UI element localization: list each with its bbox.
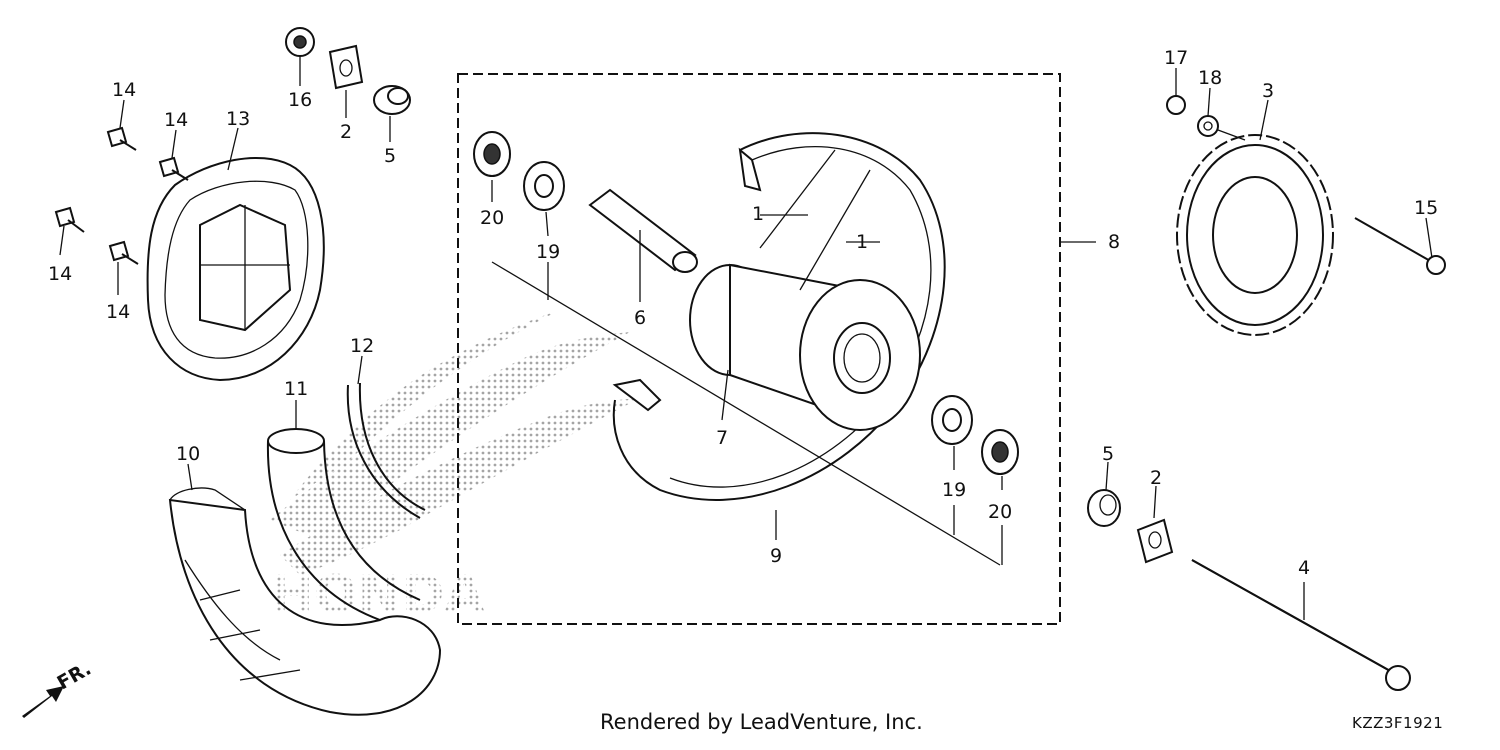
- side-collar: [373, 85, 411, 115]
- sprocket-nut: [1166, 95, 1186, 115]
- driven-sprocket: [1176, 134, 1334, 336]
- callout-labels: 1 1 2 2 3 4 5 5 6 7 8 9 10 11 12 13 14 1…: [48, 47, 1438, 579]
- sprocket-bolt: [1354, 217, 1446, 275]
- side-collar-right: [1087, 489, 1121, 527]
- leader-lines: [59, 56, 1433, 620]
- callout-9: 9: [770, 545, 782, 567]
- callout-2: 2: [340, 121, 352, 143]
- callout-20: 20: [988, 501, 1012, 523]
- callout-14: 14: [112, 79, 136, 101]
- disc-bolt: [54, 206, 85, 233]
- callout-18: 18: [1198, 67, 1222, 89]
- render-credit: Rendered by LeadVenture, Inc.: [600, 710, 923, 734]
- callout-5: 5: [384, 145, 396, 167]
- sprocket-washer: [1197, 115, 1219, 137]
- rear-axle: [1191, 559, 1411, 691]
- spoke: [799, 169, 871, 291]
- callout-15: 15: [1414, 197, 1438, 219]
- callout-13: 13: [226, 108, 250, 130]
- brake-disc: [146, 156, 325, 382]
- wheel-assembly-box: [457, 73, 1061, 625]
- callout-14: 14: [164, 109, 188, 131]
- callout-2: 2: [1150, 467, 1162, 489]
- adjuster-plate: [328, 44, 364, 90]
- callout-6: 6: [634, 307, 646, 329]
- callout-7: 7: [716, 427, 728, 449]
- callout-14: 14: [106, 301, 130, 323]
- adjuster-plate-right: [1136, 518, 1174, 564]
- rim-band: [346, 382, 426, 519]
- front-direction-arrow: FR.: [22, 658, 95, 718]
- callout-19: 19: [536, 241, 560, 263]
- bearing: [981, 429, 1019, 475]
- spoke: [759, 149, 836, 249]
- bearing: [523, 161, 565, 211]
- callout-1: 1: [752, 203, 764, 225]
- honda-wing-watermark: HONDA: [270, 310, 640, 625]
- callout-20: 20: [480, 207, 504, 229]
- callout-10: 10: [176, 443, 200, 465]
- callout-16: 16: [288, 89, 312, 111]
- callout-12: 12: [350, 335, 374, 357]
- disc-bolt: [158, 156, 189, 181]
- distance-collar: [588, 188, 698, 273]
- diagram-code: KZZ3F1921: [1352, 714, 1444, 732]
- callout-19: 19: [942, 479, 966, 501]
- callout-14: 14: [48, 263, 72, 285]
- inner-tube: [266, 428, 421, 621]
- callout-8: 8: [1108, 231, 1120, 253]
- disc-bolt: [106, 126, 137, 151]
- callout-5: 5: [1102, 443, 1114, 465]
- flange-nut: [285, 27, 315, 57]
- bearing: [473, 131, 511, 177]
- disc-bolt: [108, 240, 139, 265]
- callout-1: 1: [856, 231, 868, 253]
- bearing: [931, 395, 973, 445]
- callout-11: 11: [284, 378, 308, 400]
- wheel-hub: [689, 263, 921, 431]
- callout-3: 3: [1262, 80, 1274, 102]
- callout-17: 17: [1164, 47, 1188, 69]
- callout-4: 4: [1298, 557, 1310, 579]
